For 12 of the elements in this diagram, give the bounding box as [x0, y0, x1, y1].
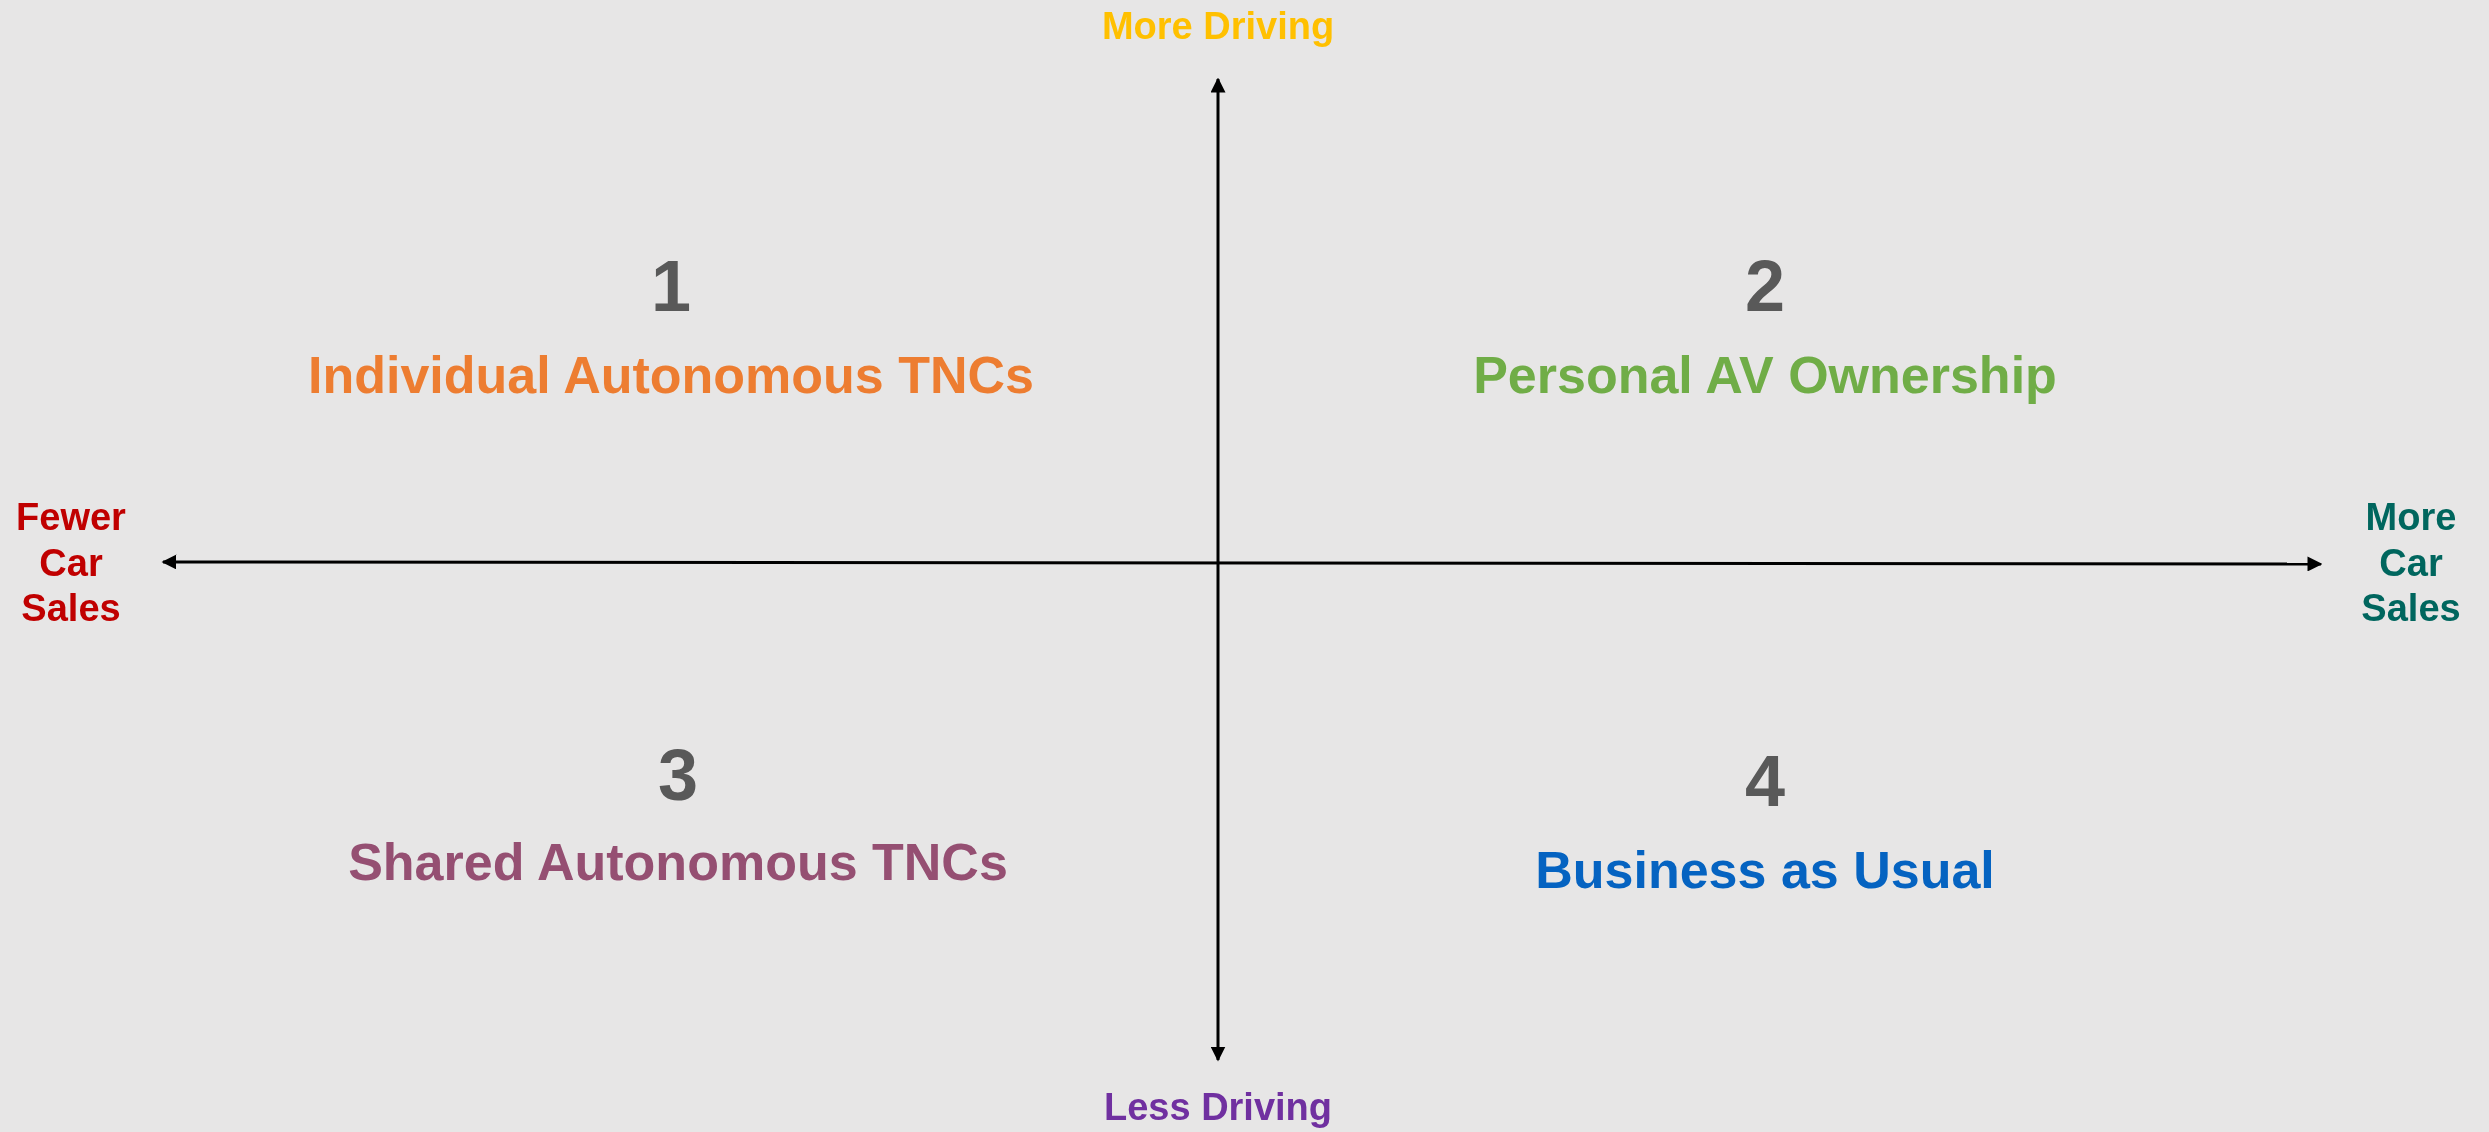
quadrant-title: Individual Autonomous TNCs	[308, 344, 1034, 406]
quadrant-number: 4	[1745, 739, 1785, 823]
quadrant-number: 1	[651, 244, 691, 328]
axis-label: Less Driving	[1103, 1085, 1333, 1131]
quadrant-title: Personal AV Ownership	[1473, 344, 2057, 406]
axis-label: More Car Sales	[2360, 494, 2462, 631]
quadrant-number: 2	[1745, 244, 1785, 328]
axis-label: Fewer Car Sales	[15, 494, 127, 631]
quadrant-title: Shared Autonomous TNCs	[348, 831, 1008, 893]
axis-label: More Driving	[1101, 4, 1335, 50]
quadrant-number: 3	[658, 733, 698, 817]
quadrant-title: Business as Usual	[1535, 839, 1995, 901]
